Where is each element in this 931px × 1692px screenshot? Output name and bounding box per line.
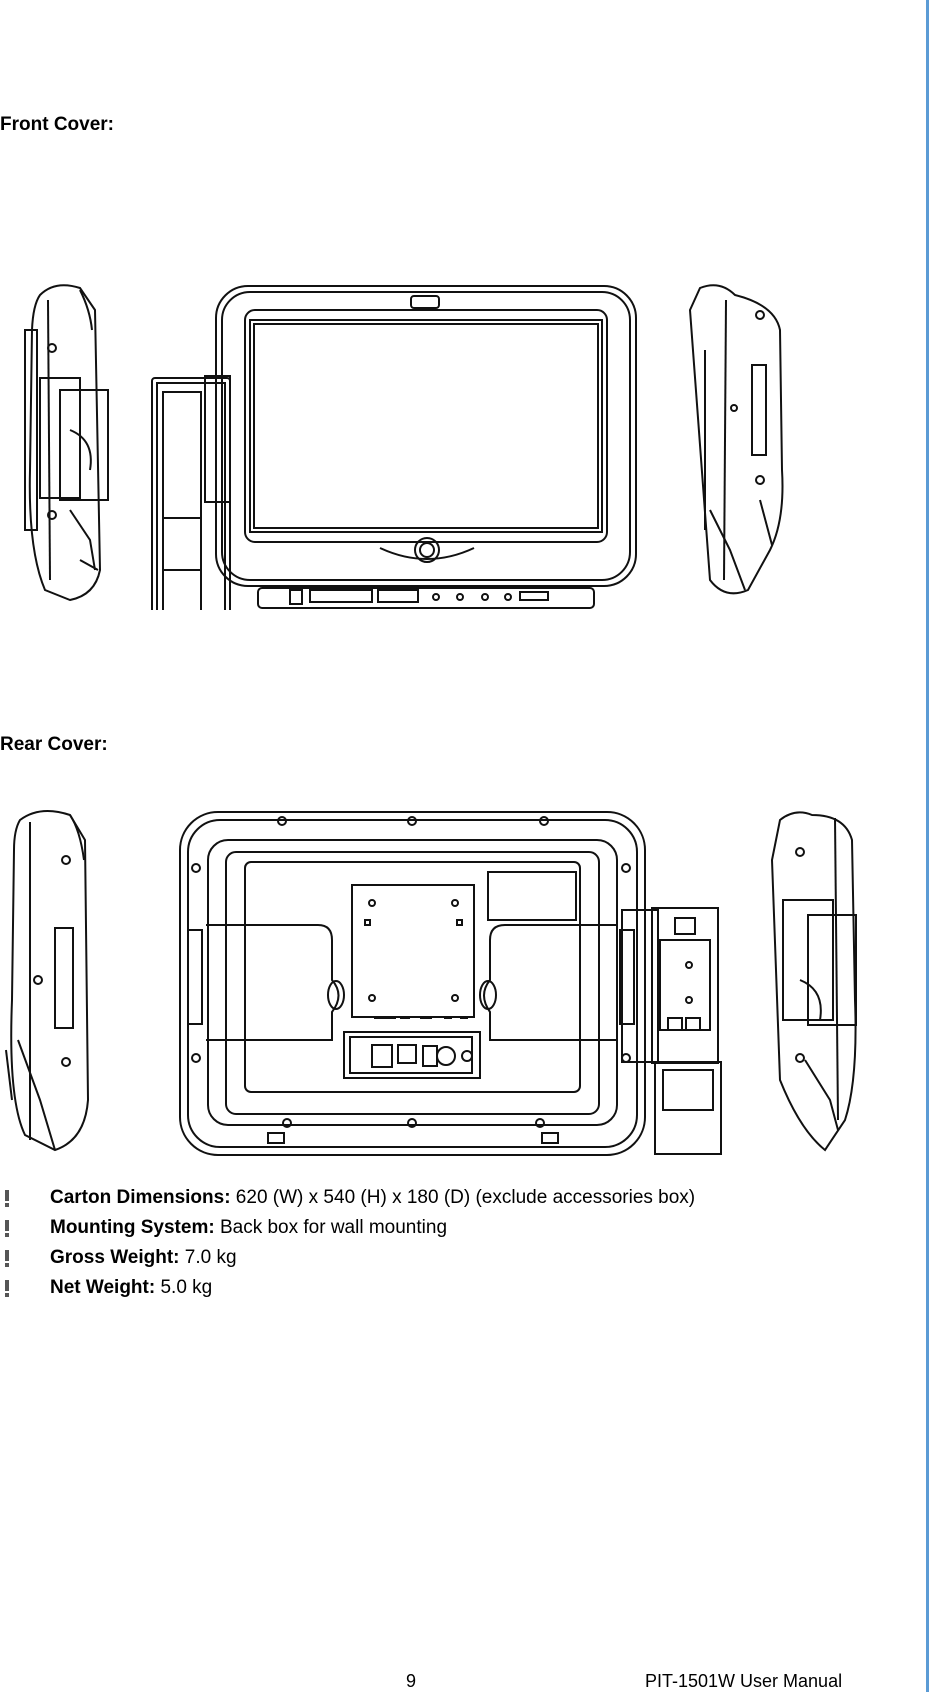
rear-right-side-view xyxy=(770,811,857,1152)
spec-item-gross-weight: Gross Weight: 7.0 kg xyxy=(0,1243,880,1273)
exclamation-bullet-icon xyxy=(5,1250,9,1267)
spec-label: Net Weight: xyxy=(50,1277,156,1298)
exclamation-bullet-icon xyxy=(5,1220,9,1237)
rear-main-body xyxy=(179,811,646,1156)
spec-value: 5.0 kg xyxy=(155,1277,213,1298)
rear-cover-figure xyxy=(0,800,931,1160)
spec-value: Back box for wall mounting xyxy=(214,1217,448,1238)
front-cover-title: Front Cover: xyxy=(0,114,114,135)
spec-item-mounting-system: Mounting System: Back box for wall mount… xyxy=(0,1213,880,1243)
front-cover-figure xyxy=(0,270,931,610)
page-edge-rule xyxy=(926,0,929,1692)
manual-title: PIT-1501W User Manual xyxy=(645,1671,843,1691)
spec-value: 7.0 kg xyxy=(179,1247,237,1268)
spec-item-net-weight: Net Weight: 5.0 kg xyxy=(0,1273,880,1303)
front-main-body xyxy=(215,285,637,609)
page-number: 9 xyxy=(406,1671,417,1691)
exclamation-bullet-icon xyxy=(5,1280,9,1297)
front-right-side-view xyxy=(688,284,784,595)
spec-label: Gross Weight: xyxy=(50,1247,180,1268)
exclamation-bullet-icon xyxy=(5,1190,9,1207)
spec-value: 620 (W) x 540 (H) x 180 (D) (exclude acc… xyxy=(230,1187,696,1208)
rear-cover-title: Rear Cover: xyxy=(0,734,108,755)
rear-card-reader xyxy=(621,907,722,1155)
spec-label: Mounting System: xyxy=(50,1217,215,1238)
spec-label: Carton Dimensions: xyxy=(50,1187,231,1208)
rear-left-side-view xyxy=(5,810,90,1152)
spec-item-carton-dimensions: Carton Dimensions: 620 (W) x 540 (H) x 1… xyxy=(0,1183,880,1213)
front-card-reader xyxy=(151,375,231,610)
specifications-list: Carton Dimensions: 620 (W) x 540 (H) x 1… xyxy=(0,1183,880,1303)
front-left-side-view xyxy=(24,284,109,602)
